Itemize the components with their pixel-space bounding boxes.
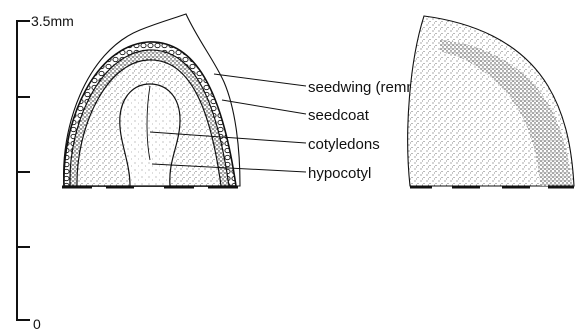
scale-top-label: 3.5mm xyxy=(31,13,74,29)
scale-bottom-label: 0 xyxy=(33,316,41,331)
seed-cross-section xyxy=(62,14,240,187)
label-seedcoat: seedcoat xyxy=(308,107,370,124)
label-hypocotyl: hypocotyl xyxy=(308,165,371,182)
label-cotyledons: cotyledons xyxy=(308,136,380,153)
seed-exterior-view xyxy=(408,16,574,187)
leader-seedwing xyxy=(214,74,306,86)
leader-seedcoat xyxy=(222,100,306,114)
embryo-cotyledons xyxy=(120,84,180,186)
